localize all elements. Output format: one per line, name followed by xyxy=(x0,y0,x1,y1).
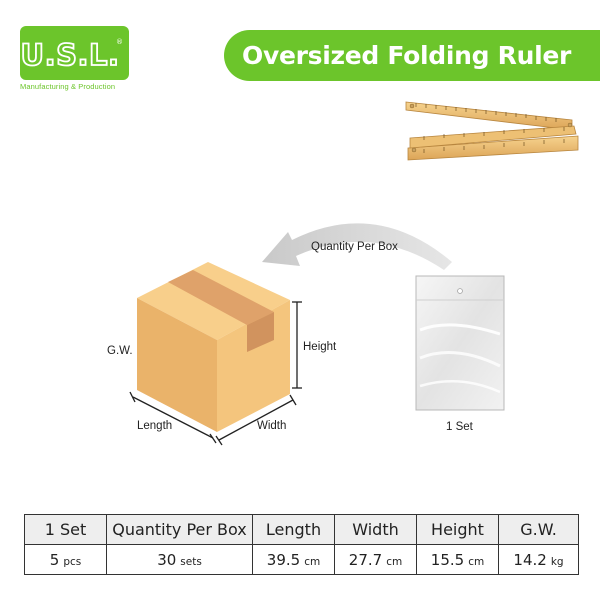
cell-value: 27.7 xyxy=(348,550,383,569)
cell-unit: cm xyxy=(386,555,403,568)
brand-logo-text: U.S.L. xyxy=(21,38,120,72)
registered-mark: ® xyxy=(116,38,123,46)
cell-unit: kg xyxy=(550,555,564,568)
cell-value: 30 xyxy=(157,550,177,569)
packing-diagram xyxy=(129,223,505,446)
cell-unit: pcs xyxy=(63,555,82,568)
length-dimension-line xyxy=(132,396,214,439)
brand-subtitle: Manufacturing & Production xyxy=(20,82,116,91)
height-label: Height xyxy=(303,341,337,353)
brand-logo-mark: U.S.L. ® xyxy=(20,37,123,73)
width-dimension-line xyxy=(218,399,294,441)
header-gross-weight: G.W. xyxy=(498,514,579,545)
folding-ruler-image xyxy=(405,101,579,161)
cell-unit: cm xyxy=(468,555,485,568)
width-label: Width xyxy=(257,420,287,432)
cell-value: 5 xyxy=(49,550,60,569)
cell-value: 14.2 xyxy=(513,550,547,569)
gross-weight-label: G.W. xyxy=(107,345,133,357)
cell-value: 15.5 xyxy=(430,550,465,569)
cardboard-box-icon xyxy=(137,262,290,432)
table-header-row: 1 Set Quantity Per Box Length Width Heig… xyxy=(24,514,579,545)
cell-unit: sets xyxy=(180,555,202,568)
header-length: Length xyxy=(252,514,335,545)
brand-logo: U.S.L. ® xyxy=(20,26,129,80)
packing-spec-table: 1 Set Quantity Per Box Length Width Heig… xyxy=(24,514,579,575)
cell-unit: cm xyxy=(304,555,321,568)
quantity-arrow xyxy=(262,223,452,270)
header-height: Height xyxy=(416,514,499,545)
header-quantity-per-box: Quantity Per Box xyxy=(106,514,253,545)
cell-value: 39.5 xyxy=(266,550,301,569)
title-banner: Oversized Folding Ruler xyxy=(224,30,600,81)
bag-label: 1 Set xyxy=(446,421,473,433)
plastic-bag-icon xyxy=(415,275,505,411)
header-1-set: 1 Set xyxy=(24,514,107,545)
length-label: Length xyxy=(137,420,173,432)
quantity-per-box-label: Quantity Per Box xyxy=(311,241,398,253)
page-title: Oversized Folding Ruler xyxy=(242,41,572,70)
header-width: Width xyxy=(334,514,417,545)
